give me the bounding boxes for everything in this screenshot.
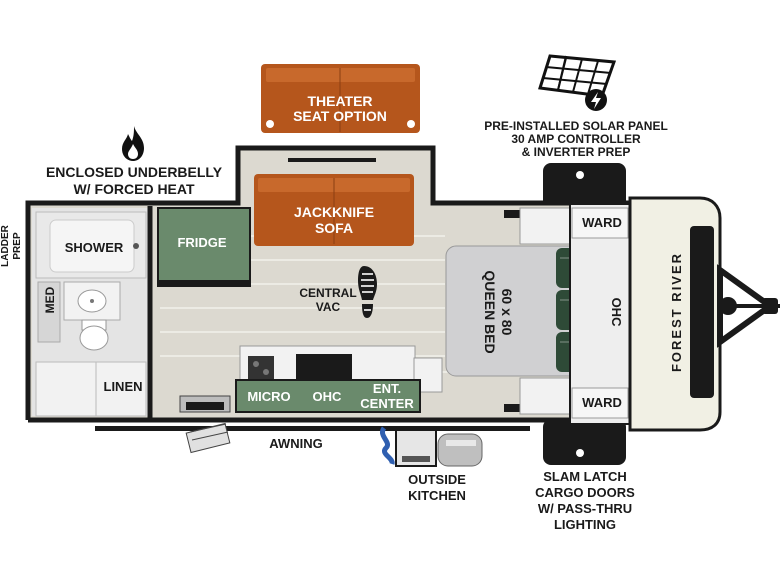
awning: AWNING	[95, 422, 530, 454]
walls	[25, 145, 630, 423]
central-vac-label-2: VAC	[316, 300, 341, 314]
nightstand-bottom	[519, 377, 571, 415]
front-cap: WARD WARD OHC FOREST RIVER	[569, 196, 722, 432]
cargo-label-2: CARGO DOORS	[535, 485, 635, 500]
cargo-label-3: W/ PASS-THRU	[538, 501, 632, 516]
sink	[63, 281, 121, 321]
solar-label-2: 30 AMP CONTROLLER	[511, 132, 641, 146]
ladder-label-2: PREP	[12, 232, 23, 260]
solar-panel-icon	[538, 54, 617, 111]
ward-bottom-label: WARD	[582, 395, 622, 410]
kitchen-counter: MICRO OHC ENT. CENTER	[235, 345, 443, 413]
underbelly-label-2: W/ FORCED HEAT	[73, 181, 195, 197]
outside-kitchen-label-2: KITCHEN	[408, 488, 466, 503]
outside-kitchen-label-1: OUTSIDE	[408, 472, 466, 487]
theater-seat-option: THEATER SEAT OPTION	[261, 64, 420, 133]
theater-seat-label-2: SEAT OPTION	[293, 108, 387, 124]
ohc-kitchen-label: OHC	[313, 389, 343, 404]
ent-center-label-1: ENT.	[373, 381, 401, 396]
floor-vent	[504, 404, 534, 412]
ladder-label-1: LADDER	[0, 224, 11, 266]
nightstand-top	[519, 207, 571, 245]
solar-label-1: PRE-INSTALLED SOLAR PANEL	[484, 119, 668, 133]
ent-center-label-2: CENTER	[360, 396, 414, 411]
queen-bed: 60 x 80 QUEEN BED	[445, 245, 588, 377]
micro-label: MICRO	[247, 389, 290, 404]
shower-label: SHOWER	[65, 240, 124, 255]
cargo-box-top	[543, 163, 626, 209]
cargo-label-4: LIGHTING	[554, 517, 616, 532]
jackknife-label-1: JACKKNIFE	[294, 204, 374, 220]
cargo-box-bottom	[543, 419, 626, 465]
hitch-icon	[717, 264, 780, 348]
footprint-icon	[358, 266, 377, 318]
awning-label: AWNING	[269, 436, 322, 451]
jackknife-sofa: JACKKNIFE SOFA	[254, 174, 414, 246]
fire-icon	[122, 126, 144, 161]
jackknife-label-2: SOFA	[315, 220, 353, 236]
brand-label: FOREST RIVER	[669, 252, 684, 372]
linen-cabinet: LINEN	[35, 361, 147, 417]
fridge: FRIDGE	[157, 207, 251, 287]
theater-seat-label-1: THEATER	[307, 93, 372, 109]
floor-vent-top	[504, 210, 534, 218]
shower: SHOWER	[35, 211, 147, 279]
outside-kitchen: OUTSIDE KITCHEN	[380, 426, 483, 503]
med-label: MED	[43, 286, 57, 313]
bed-label-2: QUEEN BED	[482, 270, 498, 353]
toilet	[79, 319, 109, 351]
solar-label-3: & INVERTER PREP	[522, 145, 631, 159]
cargo-label-1: SLAM LATCH	[543, 469, 627, 484]
med-cabinet: MED	[37, 281, 61, 343]
linen-label: LINEN	[104, 379, 143, 394]
underbelly-label-1: ENCLOSED UNDERBELLY	[46, 164, 223, 180]
central-vac-label-1: CENTRAL	[299, 286, 356, 300]
ward-top-label: WARD	[582, 215, 622, 230]
ohc-front-label: OHC	[609, 298, 624, 328]
fridge-label: FRIDGE	[177, 235, 226, 250]
bed-label-1: 60 x 80	[499, 289, 515, 336]
